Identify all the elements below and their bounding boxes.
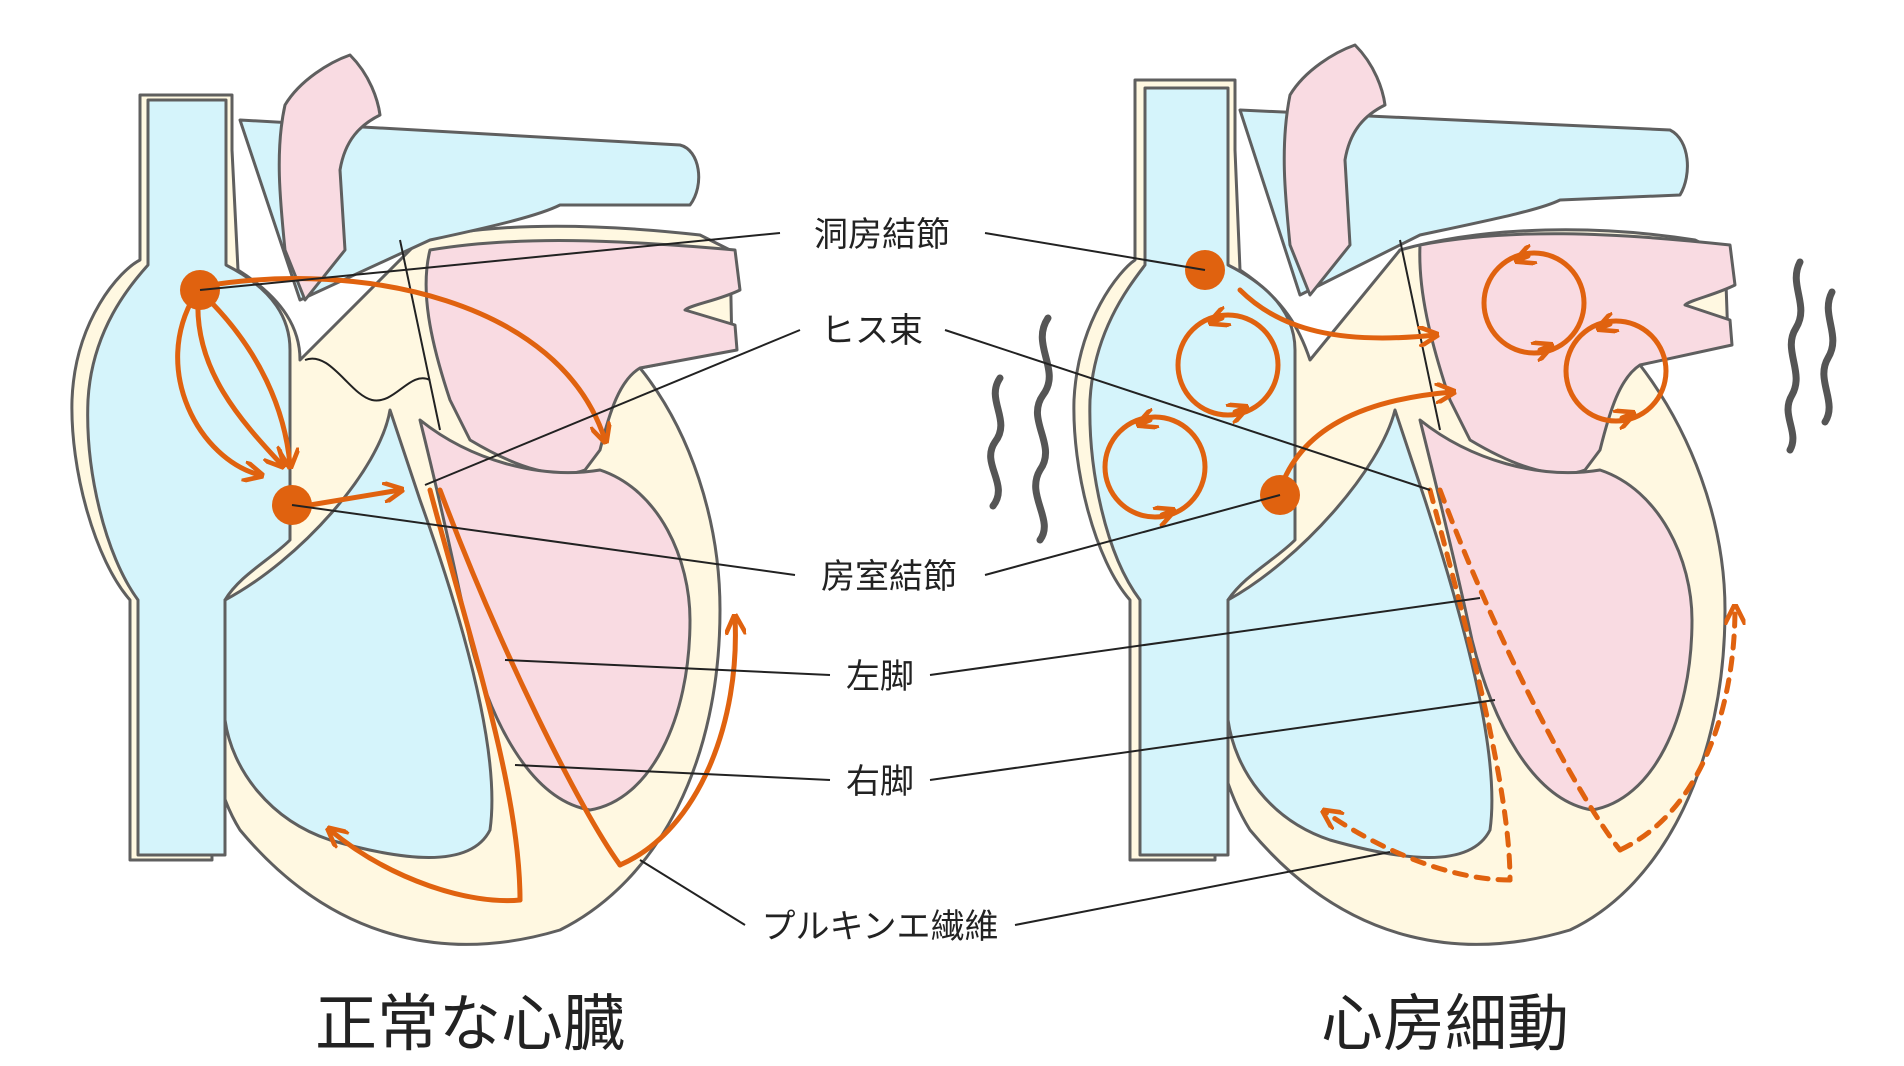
afib-right-bundle-dashed [1437, 487, 1623, 853]
label-purkinje: プルキンエ繊維 [762, 907, 999, 947]
afib-circle-3-arrow-bottom [1540, 346, 1550, 350]
normal-sa-to-av-arrow-3 [202, 293, 290, 465]
afib-wave-left-2 [1032, 314, 1053, 544]
afib-circle-1-arrow-bottom [1235, 408, 1245, 412]
leader-his-left [424, 329, 801, 486]
afib-circle-4-arrow-top [1600, 324, 1610, 328]
label-sa-node: 洞房結節 [814, 215, 950, 255]
normal-purkinje-arrow-left [330, 830, 523, 904]
normal-pulmonary-trunk [238, 118, 701, 302]
normal-right-bundle [437, 487, 623, 868]
afib-purkinje-arrow-left [1325, 812, 1513, 883]
leader-rb-left [514, 764, 831, 781]
afib-wave-left-1 [987, 374, 1005, 510]
afib-left-ventricle [1418, 418, 1694, 812]
normal-sa-to-la-arrow [202, 276, 605, 440]
afib-sa-to-la-arrow [1237, 287, 1435, 338]
afib-circle-4-arrow-bottom [1622, 414, 1632, 418]
title-afib: 心房細動 [1321, 987, 1569, 1060]
normal-left-atrium [424, 239, 742, 476]
afib-pulmonary-trunk [1238, 108, 1689, 297]
afib-circle-1-arrow-top [1212, 318, 1222, 322]
afib-purkinje-arrow-right [1617, 608, 1735, 853]
title-normal: 正常な心臓 [315, 987, 625, 1060]
label-right-bundle: 右脚 [846, 762, 914, 802]
afib-heart [987, 43, 1837, 946]
normal-aorta [277, 53, 382, 302]
leader-purkinje-right [1014, 851, 1391, 926]
normal-sa-to-av-arrow-2 [195, 297, 282, 465]
normal-valve-line [304, 357, 431, 402]
leader-lb-right [929, 597, 1481, 676]
leader-av-right [984, 494, 1281, 576]
leader-sa-left [199, 232, 781, 291]
normal-vena-cava [86, 98, 292, 857]
afib-circle-2-arrow-top [1140, 420, 1150, 424]
leader-lb-left [504, 659, 831, 676]
normal-left-bundle [427, 487, 523, 903]
normal-septum-upper [399, 239, 441, 431]
normal-av-to-his-arrow [307, 490, 400, 508]
afib-aorta [1282, 43, 1387, 297]
label-av-node: 房室結節 [821, 557, 957, 597]
afib-right-ventricle [1226, 408, 1494, 859]
normal-heart [70, 53, 742, 946]
leader-purkinje-left [639, 859, 746, 926]
normal-sa-to-av-arrow-1 [175, 292, 260, 475]
label-left-bundle: 左脚 [846, 657, 914, 697]
leader-av-left [291, 504, 796, 576]
label-his-bundle: ヒス束 [821, 311, 923, 351]
afib-circle-3-arrow-top [1518, 256, 1528, 260]
leader-lines [199, 232, 1496, 926]
normal-right-ventricle [223, 408, 494, 859]
leader-rb-right [929, 699, 1496, 781]
afib-wave-right-1 [1784, 258, 1805, 454]
afib-av-to-la-arrow [1277, 392, 1452, 493]
normal-purkinje-arrow-right [617, 618, 735, 868]
leader-his-right [944, 329, 1431, 491]
leader-sa-right [984, 232, 1206, 271]
afib-left-bundle-dashed [1427, 487, 1513, 883]
afib-wave-right-2 [1820, 288, 1837, 426]
afib-circle-2-arrow-bottom [1162, 511, 1172, 515]
